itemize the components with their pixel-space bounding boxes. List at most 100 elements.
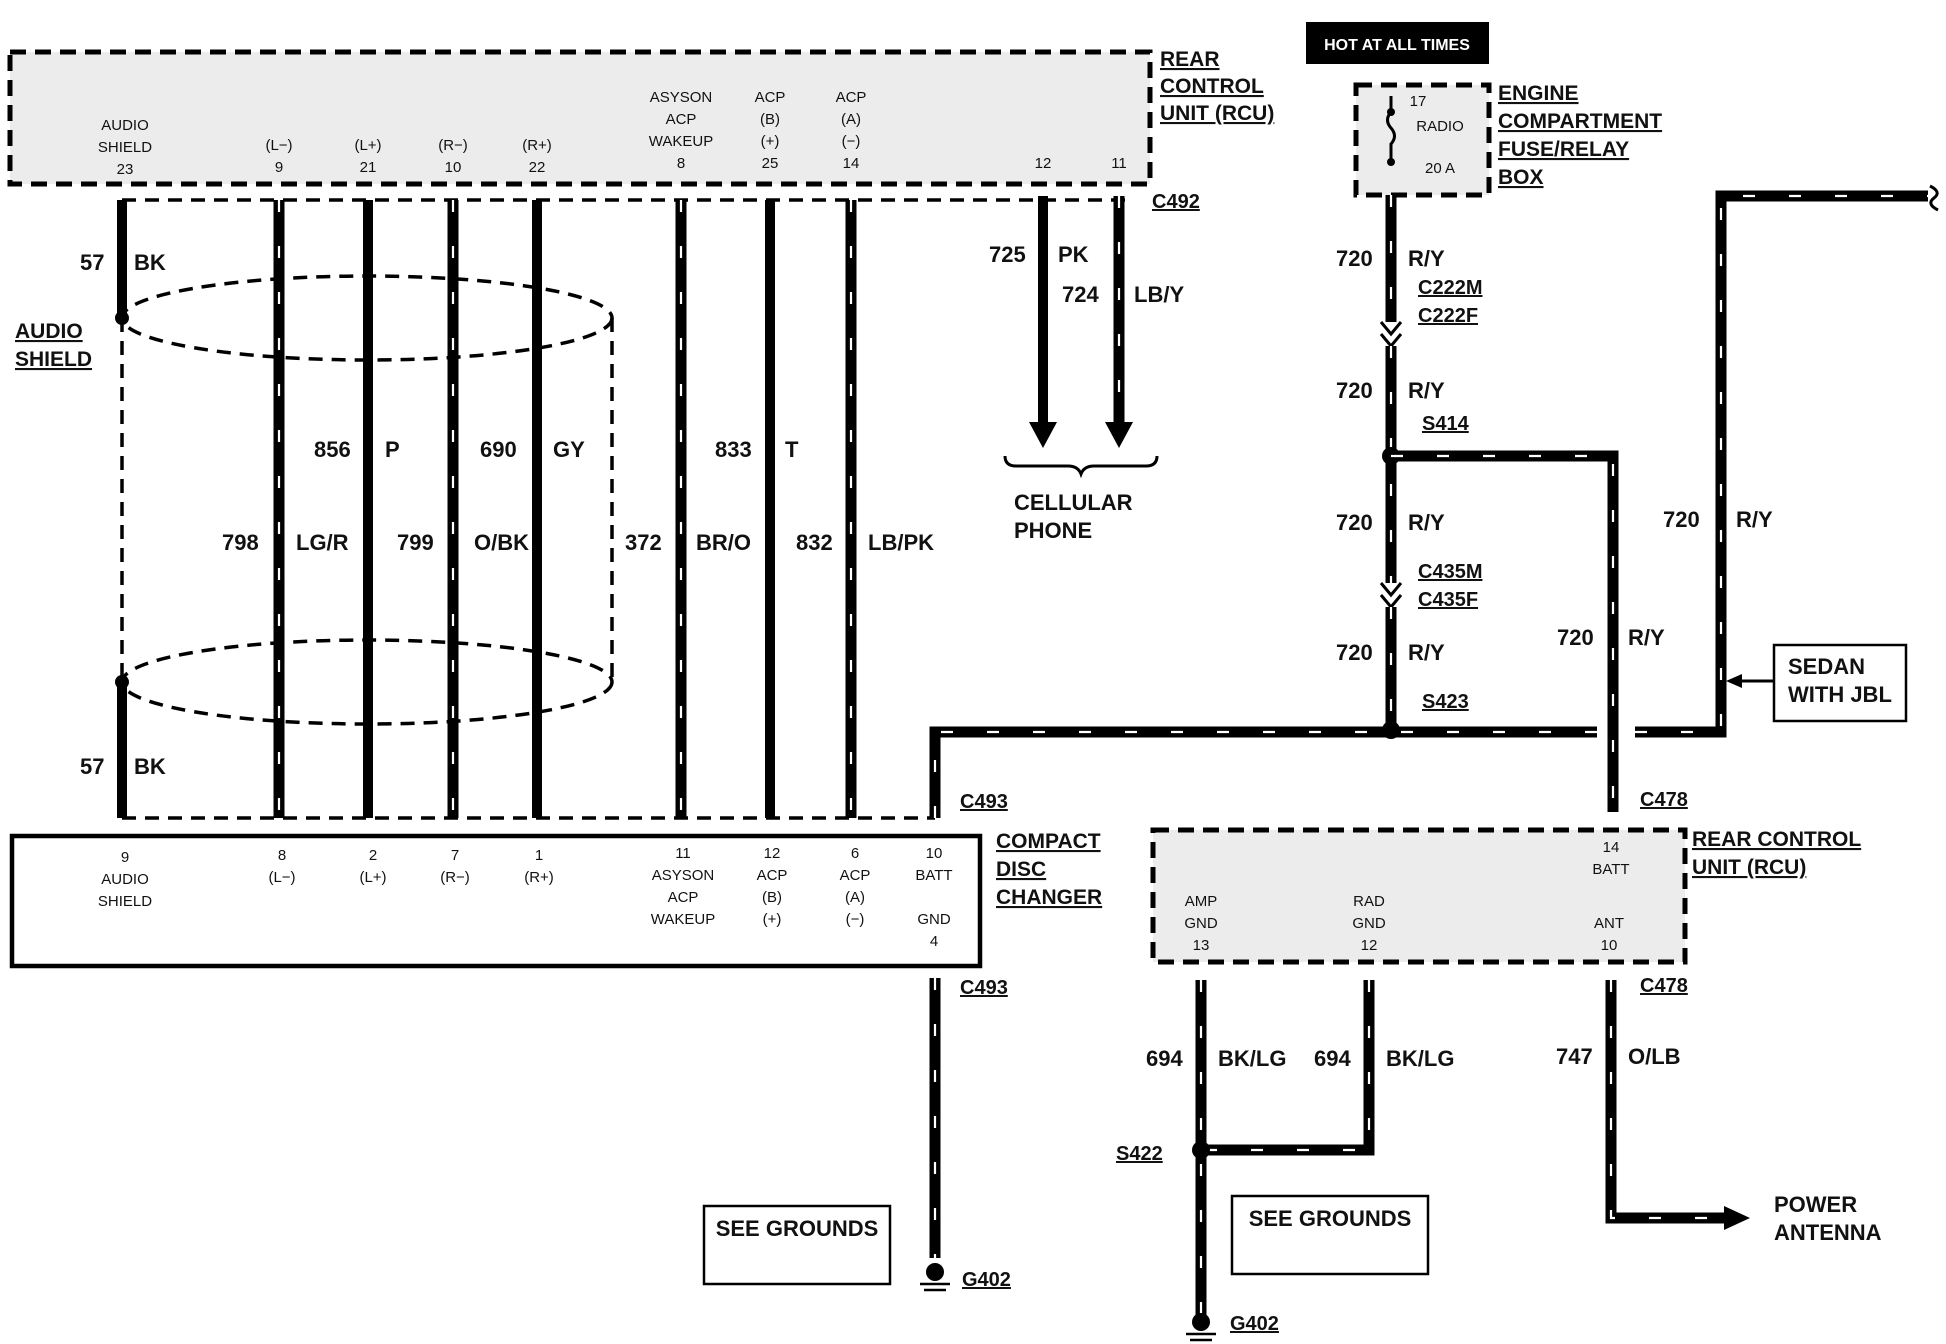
cd-changer-box: [9, 833, 983, 969]
cd-pin-label: GND: [917, 911, 951, 928]
wire-circuit-number: 725: [989, 242, 1026, 267]
rcu-bottom-fill: [1153, 830, 1685, 962]
cd-pin-label: BATT: [915, 867, 952, 884]
rcu-bottom-pins: 14 BATT AMP GND 13 RAD GND 12 ANT 10: [1184, 839, 1629, 954]
wire-720-to-cd: [929, 726, 1597, 818]
wire-color-code: R/Y: [1736, 507, 1773, 532]
cd-pin-label: (R−): [440, 869, 470, 886]
rcu-pin-label: (+): [761, 133, 780, 150]
rcu-bottom-pin-label: GND: [1352, 915, 1386, 932]
wire-color-code: R/Y: [1408, 378, 1445, 403]
rcu-pin-label: SHIELD: [98, 139, 152, 156]
hot-at-all-times-badge: [1306, 22, 1489, 64]
cd-pin-number: 2: [369, 847, 377, 864]
cd-pin-label: ACP: [668, 889, 699, 906]
rcu-pin-label: (B): [760, 111, 780, 128]
rcu-pin-number: 10: [445, 159, 462, 176]
rcu-pin-label: ACP: [666, 111, 697, 128]
rcu-pin-label: (L+): [354, 137, 381, 154]
wire-747-stripe: [1609, 980, 1724, 1220]
wire-color-code: BK/LG: [1218, 1046, 1286, 1071]
cd-pin-label: (L+): [359, 869, 386, 886]
wire-circuit-number: 747: [1556, 1044, 1593, 1069]
rcu-pin-number: 14: [843, 155, 860, 172]
arrow-left-icon: [1726, 674, 1742, 688]
rcu-pin-number: 22: [529, 159, 546, 176]
fuse-box-title-2: COMPARTMENT: [1498, 110, 1662, 133]
wire-color-code: GY: [553, 437, 585, 462]
fuse-rating: 20 A: [1425, 160, 1455, 177]
sedan-jbl-label-2: WITH JBL: [1788, 682, 1892, 707]
hot-at-all-times-label: HOT AT ALL TIMES: [1324, 37, 1470, 54]
wire-694-b-stripe: [1201, 980, 1371, 1152]
wire-circuit-number: 720: [1336, 378, 1373, 403]
wire-color-code: O/LB: [1628, 1044, 1681, 1069]
cd-pin-label: AUDIO: [101, 871, 149, 888]
fuse-icon: [1386, 96, 1396, 162]
rcu-pin-label: (−): [842, 133, 861, 150]
cd-pin-label: (A): [845, 889, 865, 906]
cd-pin-number: 11: [675, 845, 691, 862]
wire-color-code: BK/LG: [1386, 1046, 1454, 1071]
connector-c478-bottom: C478: [1640, 975, 1688, 997]
rcu-bottom-pin-label: GND: [1184, 915, 1218, 932]
cd-pin-number: 10: [926, 845, 943, 862]
connector-c222f: C222F: [1418, 305, 1478, 327]
fuse-box-title-3: FUSE/RELAY: [1498, 138, 1629, 161]
ground-icon: [920, 1263, 950, 1292]
wire-circuit-number: 798: [222, 530, 259, 555]
wire-circuit-number: 720: [1557, 625, 1594, 650]
rcu-bottom-pin-number: 10: [1601, 937, 1618, 954]
rcu-bottom-pin-number: 12: [1361, 937, 1378, 954]
cd-pin-label: ASYSON: [652, 867, 715, 884]
cd-pin-number: 1: [535, 847, 543, 864]
see-grounds-label-left: SEE GROUNDS: [716, 1216, 879, 1241]
wire-color-code: R/Y: [1408, 640, 1445, 665]
wire-circuit-number: 57: [80, 250, 104, 275]
rcu-pin-label: ASYSON: [650, 89, 713, 106]
fuse-box-title: ENGINE COMPARTMENT FUSE/RELAY BOX: [1498, 82, 1662, 189]
wire-color-code: R/Y: [1408, 246, 1445, 271]
rcu-bottom-pin-number: 13: [1193, 937, 1210, 954]
rcu-bottom-pin-number: 14: [1603, 839, 1620, 856]
wire-720-to-cd-stripe: [933, 730, 1597, 818]
see-grounds-box-right: [1230, 1194, 1430, 1276]
wire-color-code: LB/Y: [1134, 282, 1184, 307]
wire-circuit-number: 799: [397, 530, 434, 555]
rcu-pin-number: 23: [117, 161, 134, 178]
rcu-pin-number: 21: [360, 159, 377, 176]
audio-shield-label-1: AUDIO: [15, 320, 83, 343]
rcu-pin-label: WAKEUP: [649, 133, 713, 150]
rcu-pin-number: 12: [1035, 155, 1052, 172]
connector-female-icon: [1379, 582, 1403, 598]
rcu-pin-number: 8: [677, 155, 685, 172]
cd-pin-label: (+): [763, 911, 782, 928]
wire-color-code: BK: [134, 754, 166, 779]
connector-c493-top: C493: [960, 791, 1008, 813]
shield-wires: [115, 200, 857, 818]
connector-c435m: C435M: [1418, 561, 1482, 583]
rcu-top-title-2: CONTROL: [1160, 75, 1264, 98]
rcu-bottom-title-2: UNIT (RCU): [1692, 856, 1806, 879]
connector-c435f: C435F: [1418, 589, 1478, 611]
wire-circuit-number: 856: [314, 437, 351, 462]
fuse-box-title-4: BOX: [1498, 166, 1544, 189]
fuse-box-fill: [1356, 85, 1489, 195]
cd-changer-pins: 9 AUDIO SHIELD 8 (L−) 2 (L+) 7 (R−) 1 (R…: [98, 845, 953, 950]
fuse-box-title-1: ENGINE: [1498, 82, 1579, 105]
shield-wire-labels: 57 BK 57 BK 856 P 690 GY 833 T 798 LG/R …: [80, 250, 934, 779]
wire-circuit-number: 720: [1336, 640, 1373, 665]
splice-s422-dot: [1192, 1141, 1210, 1159]
power-antenna-label-2: ANTENNA: [1774, 1220, 1882, 1245]
rcu-top-title-3: UNIT (RCU): [1160, 102, 1274, 125]
splice-s414: S414: [1422, 413, 1470, 435]
ground-icon: [1186, 1313, 1216, 1342]
cellular-phone-label-1: CELLULAR: [1014, 490, 1133, 515]
cd-pin-label: ACP: [840, 867, 871, 884]
cd-pin-label: SHIELD: [98, 893, 152, 910]
rcu-top-box: [7, 49, 1153, 187]
rcu-bottom-pin-label: ANT: [1594, 915, 1624, 932]
fuse-terminal-icon: [1387, 108, 1395, 116]
wire-color-code: LG/R: [296, 530, 349, 555]
wire-circuit-number: 690: [480, 437, 517, 462]
